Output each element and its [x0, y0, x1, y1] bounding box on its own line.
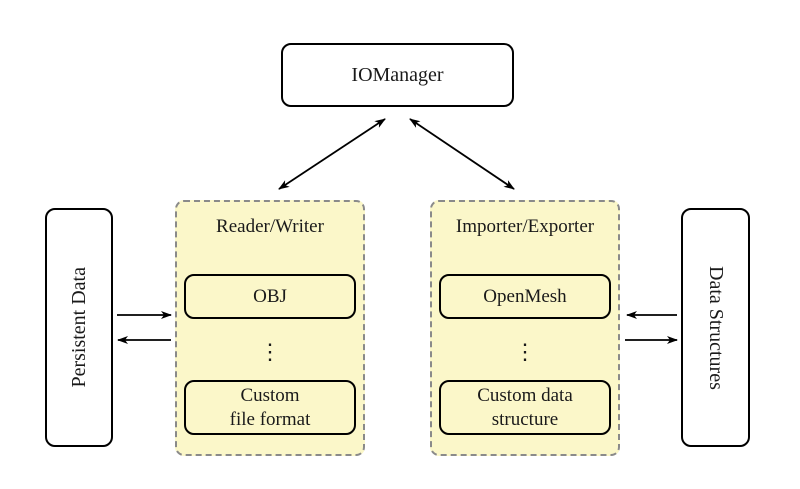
node-data-structures: Data Structures	[681, 208, 750, 447]
arrow-iomanager-importerexporter	[409, 118, 515, 190]
ellipsis-reader-writer: ⋮	[259, 339, 281, 364]
node-iomanager-label: IOManager	[351, 63, 444, 86]
arrow-iomanager-readerwriter	[278, 118, 386, 190]
node-custom-data-structure: Custom data structure	[439, 380, 611, 435]
group-importer-exporter-title: Importer/Exporter	[455, 216, 595, 237]
node-custom-file-format: Custom file format	[184, 380, 356, 435]
node-openmesh: OpenMesh	[439, 274, 611, 319]
node-obj: OBJ	[184, 274, 356, 319]
group-importer-exporter: Importer/Exporter OpenMesh ⋮ Custom data…	[430, 200, 620, 456]
node-persistent-data: Persistent Data	[45, 208, 113, 447]
node-persistent-data-label: Persistent Data	[67, 267, 90, 388]
ellipsis-importer-exporter: ⋮	[514, 339, 536, 364]
node-iomanager: IOManager	[281, 43, 514, 107]
node-data-structures-label: Data Structures	[705, 265, 727, 390]
node-openmesh-label: OpenMesh	[483, 285, 567, 307]
node-obj-label: OBJ	[253, 285, 287, 307]
node-custom-file-format-label: Custom file format	[229, 384, 311, 430]
node-custom-data-structure-label: Custom data structure	[477, 384, 573, 430]
group-reader-writer-title: Reader/Writer	[216, 216, 324, 237]
group-reader-writer: Reader/Writer OBJ ⋮ Custom file format	[175, 200, 365, 456]
